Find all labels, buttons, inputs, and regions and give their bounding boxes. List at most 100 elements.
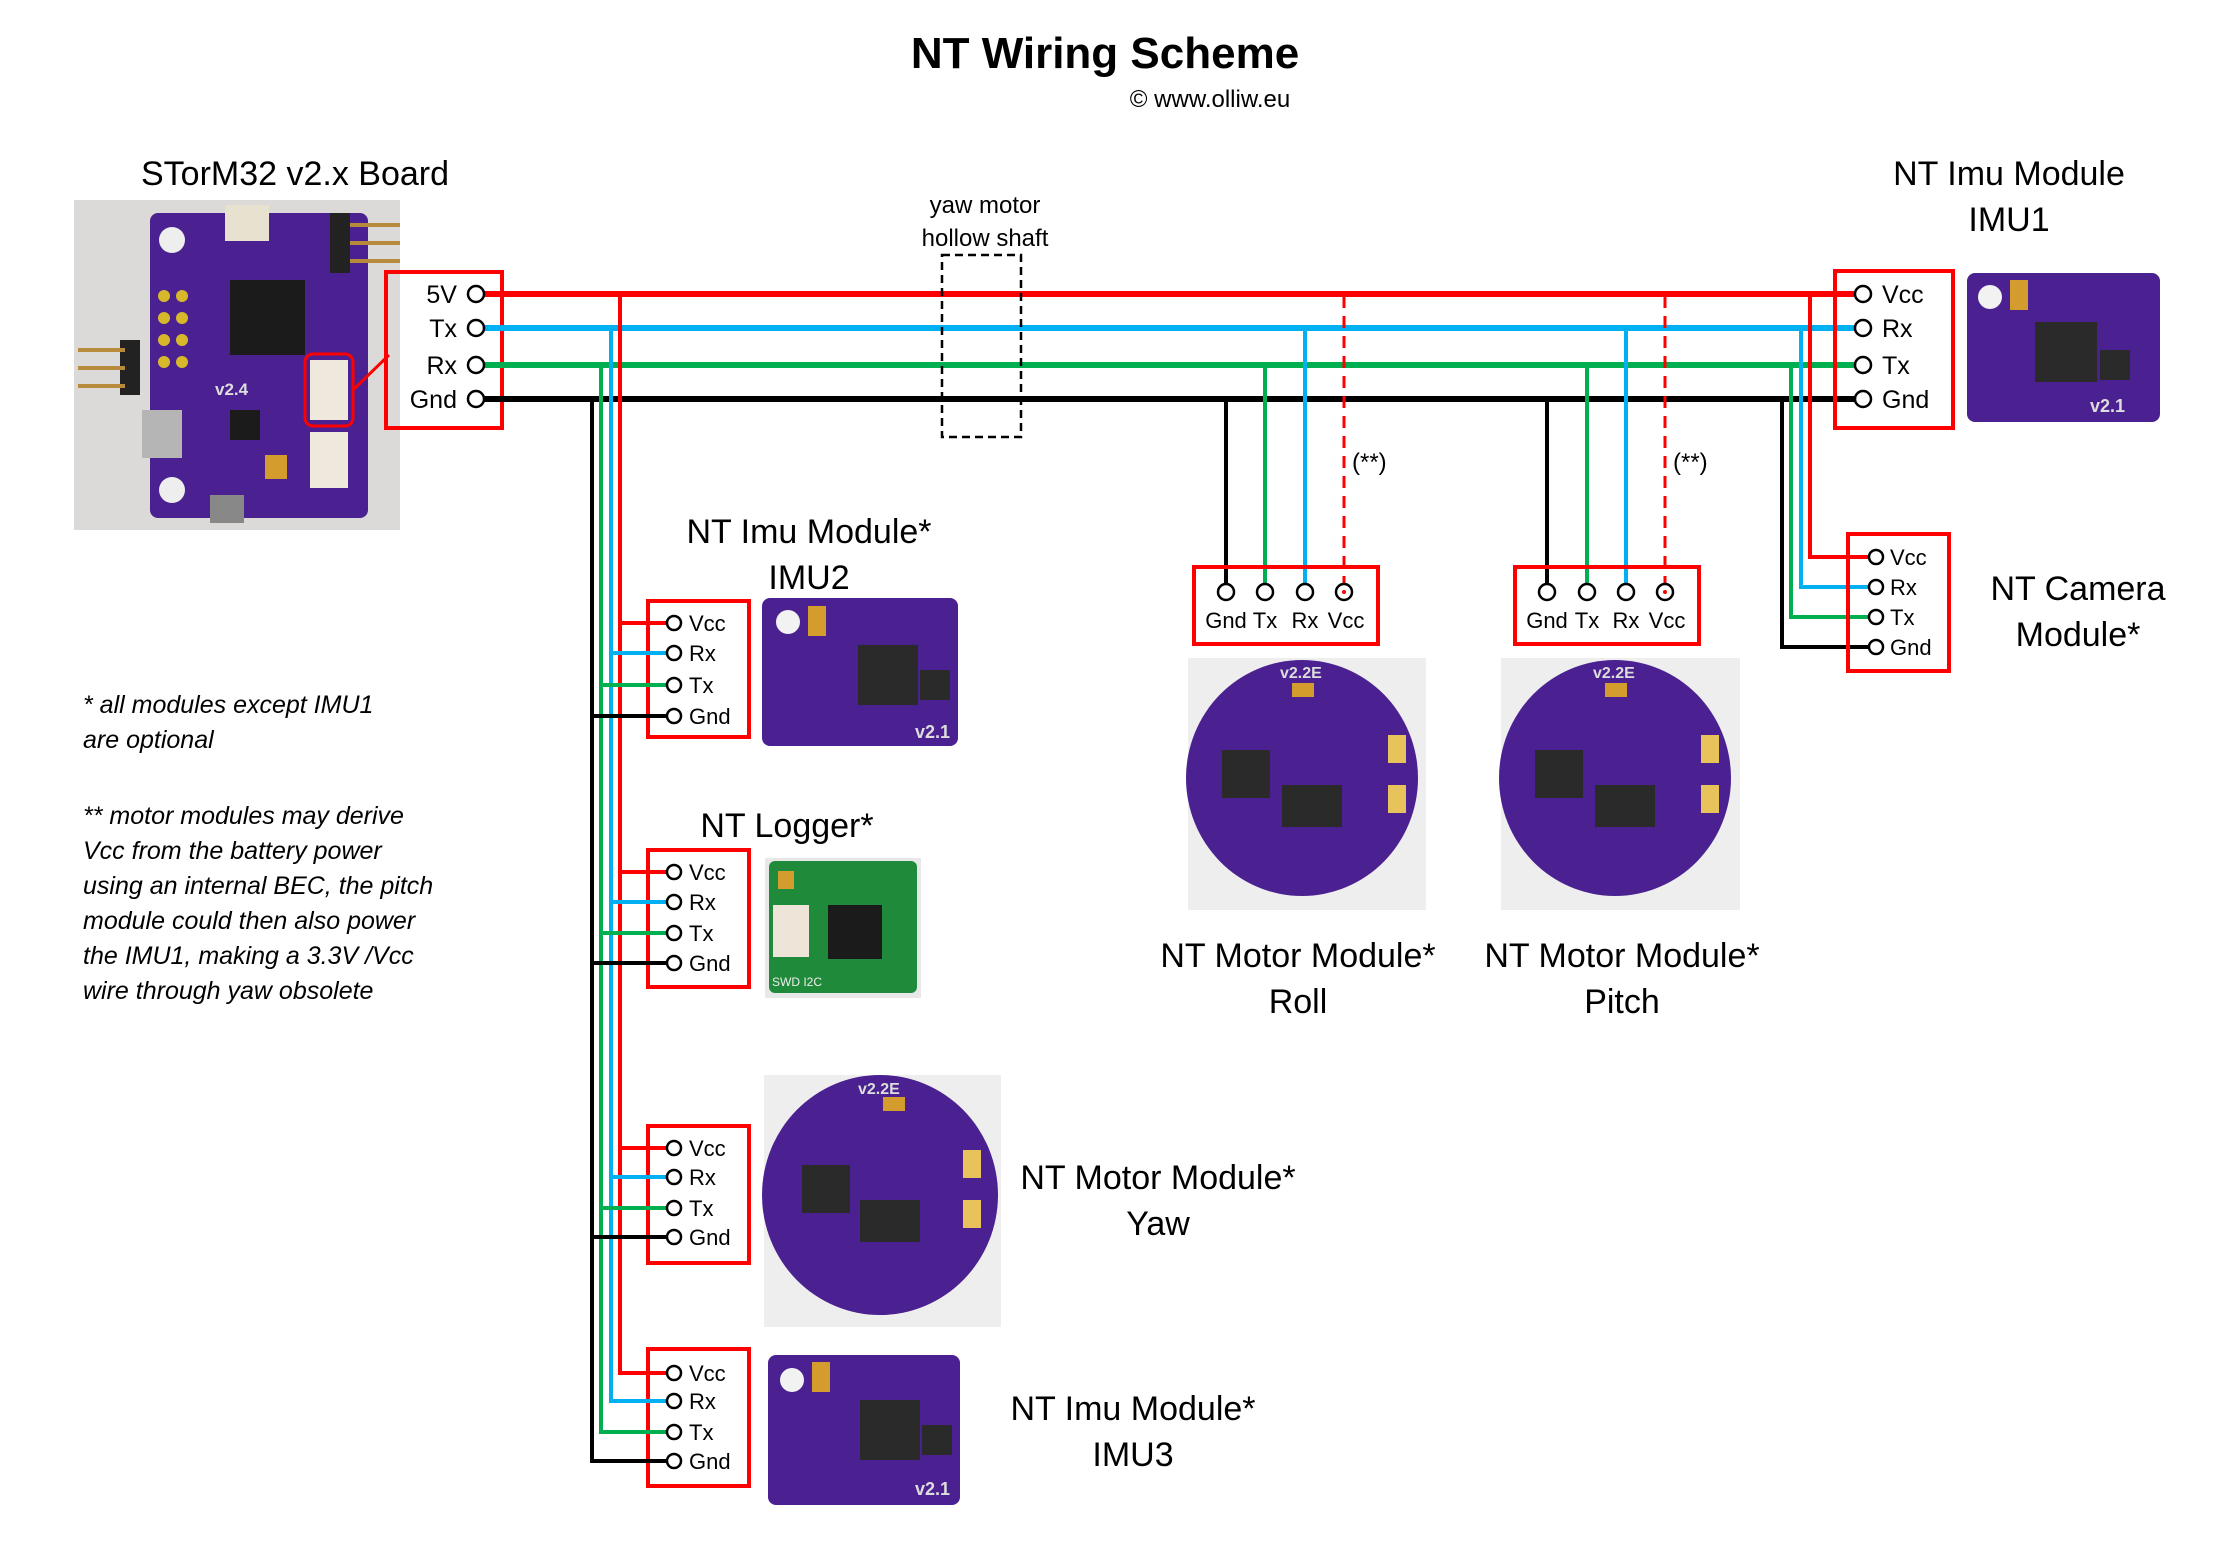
imu3-pin-vcc: Vcc (689, 1361, 726, 1386)
camera-label-2: Module* (2016, 616, 2141, 654)
pitch-pin-tx: Tx (1575, 608, 1599, 633)
camera-pin-rx: Rx (1890, 575, 1917, 600)
roll-motor-label-2: Roll (1269, 983, 1328, 1021)
logger-pin-vcc: Vcc (689, 860, 726, 885)
board-pin-5v: 5V (426, 281, 457, 309)
yaw-pin-tx: Tx (689, 1196, 713, 1221)
logger-label: NT Logger* (700, 807, 873, 845)
imu2-pin-vcc: Vcc (689, 611, 726, 636)
yaw-pin-gnd: Gnd (689, 1225, 731, 1250)
footnotes: * all modules except IMU1 are optional *… (83, 691, 433, 1005)
imu2-connector: Vcc Rx Tx Gnd (592, 599, 751, 739)
yaw-motor-connector: Vcc Rx Tx Gnd (592, 1124, 751, 1265)
imu3-photo: v2.1 (768, 1355, 960, 1505)
copyright-text: © www.olliw.eu (1130, 86, 1290, 113)
svg-text:v2.2E: v2.2E (1593, 665, 1635, 682)
pitch-motor-label-1: NT Motor Module* (1484, 937, 1759, 975)
yaw-pin-rx: Rx (689, 1165, 716, 1190)
logger-pin-gnd: Gnd (689, 951, 731, 976)
svg-text:v2.4: v2.4 (215, 380, 249, 399)
yaw-pin-vcc: Vcc (689, 1136, 726, 1161)
note2-line3: using an internal BEC, the pitch (83, 872, 433, 900)
logger-connector: Vcc Rx Tx Gnd (592, 848, 751, 989)
svg-text:v2.1: v2.1 (2090, 396, 2125, 416)
imu3-connector: Vcc Rx Tx Gnd (592, 1347, 751, 1488)
yaw-motor-label-2: Yaw (1126, 1205, 1190, 1243)
imu3-label-2: IMU3 (1092, 1436, 1173, 1474)
imu2-label-1: NT Imu Module* (686, 513, 931, 551)
roll-connector: Gnd Tx Rx Vcc (1192, 565, 1380, 646)
imu1-label-2: IMU1 (1968, 201, 2049, 239)
camera-pin-vcc: Vcc (1890, 545, 1927, 570)
roll-pin-vcc: Vcc (1328, 608, 1365, 633)
note2-line1: ** motor modules may derive (83, 802, 404, 830)
pitch-connector: Gnd Tx Rx Vcc (1513, 565, 1701, 646)
imu1-photo: v2.1 (1967, 273, 2160, 422)
note1-line2: are optional (83, 726, 215, 754)
camera-label-1: NT Camera (1990, 570, 2165, 608)
diagram-title: NT Wiring Scheme (911, 29, 1299, 78)
camera-pin-gnd: Gnd (1890, 635, 1932, 660)
imu1-pin-gnd: Gnd (1882, 386, 1929, 414)
roll-pin-gnd: Gnd (1205, 608, 1247, 633)
imu3-pin-rx: Rx (689, 1389, 716, 1414)
roll-vcc-note: (**) (1352, 449, 1387, 476)
camera-connector: Vcc Rx Tx Gnd (1846, 532, 1951, 673)
note2-line4: module could then also power (83, 907, 417, 935)
svg-text:v2.1: v2.1 (915, 1479, 950, 1499)
imu2-label-2: IMU2 (768, 559, 849, 597)
pitch-drops (1545, 296, 1667, 592)
logger-pin-tx: Tx (689, 921, 713, 946)
storm32-board-photo: v2.4 (74, 200, 400, 530)
yaw-shaft-label-1: yaw motor (930, 192, 1041, 219)
pitch-pin-rx: Rx (1613, 608, 1640, 633)
pitch-motor-label-2: Pitch (1584, 983, 1660, 1021)
logger-pin-rx: Rx (689, 890, 716, 915)
imu2-photo: v2.1 (762, 598, 958, 746)
imu3-pin-tx: Tx (689, 1420, 713, 1445)
logger-photo: SWD I2C (765, 858, 921, 998)
yaw-motor-label-1: NT Motor Module* (1020, 1159, 1295, 1197)
svg-text:v2.2E: v2.2E (1280, 665, 1322, 682)
yaw-motor-hollow-shaft (940, 253, 1023, 439)
svg-text:v2.1: v2.1 (915, 722, 950, 742)
board-pins: 5V Tx Rx Gnd (410, 281, 458, 414)
pitch-pin-gnd: Gnd (1526, 608, 1568, 633)
board-connector-box (384, 270, 504, 430)
note1-line1: * all modules except IMU1 (83, 691, 373, 719)
pitch-vcc-note: (**) (1673, 449, 1708, 476)
roll-drops (1224, 296, 1346, 592)
board-pin-gnd: Gnd (410, 386, 457, 414)
left-bundle (590, 294, 622, 1463)
note2-line6: wire through yaw obsolete (83, 977, 373, 1005)
imu3-label-1: NT Imu Module* (1010, 1390, 1255, 1428)
imu3-pin-gnd: Gnd (689, 1449, 731, 1474)
imu1-pin-vcc: Vcc (1882, 281, 1924, 309)
yaw-motor-photo: v2.2E (762, 1075, 1001, 1327)
imu1-connector: Vcc Rx Tx Gnd (1833, 269, 1955, 430)
note2-line2: Vcc from the battery power (83, 837, 383, 865)
camera-pin-tx: Tx (1890, 605, 1914, 630)
roll-pin-rx: Rx (1292, 608, 1319, 633)
svg-text:v2.2E: v2.2E (858, 1081, 900, 1098)
roll-pin-tx: Tx (1253, 608, 1277, 633)
svg-text:SWD I2C: SWD I2C (772, 975, 822, 989)
roll-motor-photo: v2.2E (1186, 658, 1426, 910)
imu1-pin-rx: Rx (1882, 315, 1913, 343)
roll-motor-label-1: NT Motor Module* (1160, 937, 1435, 975)
imu2-pin-gnd: Gnd (689, 704, 731, 729)
camera-drops (1780, 294, 1873, 649)
pitch-pin-vcc: Vcc (1649, 608, 1686, 633)
board-pin-tx: Tx (429, 315, 457, 343)
note2-line5: the IMU1, making a 3.3V /Vcc (83, 942, 414, 970)
yaw-shaft-label-2: hollow shaft (922, 225, 1049, 252)
imu2-pin-tx: Tx (689, 673, 713, 698)
board-pin-circles (466, 284, 486, 409)
pitch-motor-photo: v2.2E (1499, 658, 1740, 910)
imu1-pin-tx: Tx (1882, 352, 1910, 380)
imu2-pin-rx: Rx (689, 641, 716, 666)
board-pin-rx: Rx (426, 352, 457, 380)
board-label: STorM32 v2.x Board (141, 155, 449, 193)
imu1-label-1: NT Imu Module (1893, 155, 2125, 193)
